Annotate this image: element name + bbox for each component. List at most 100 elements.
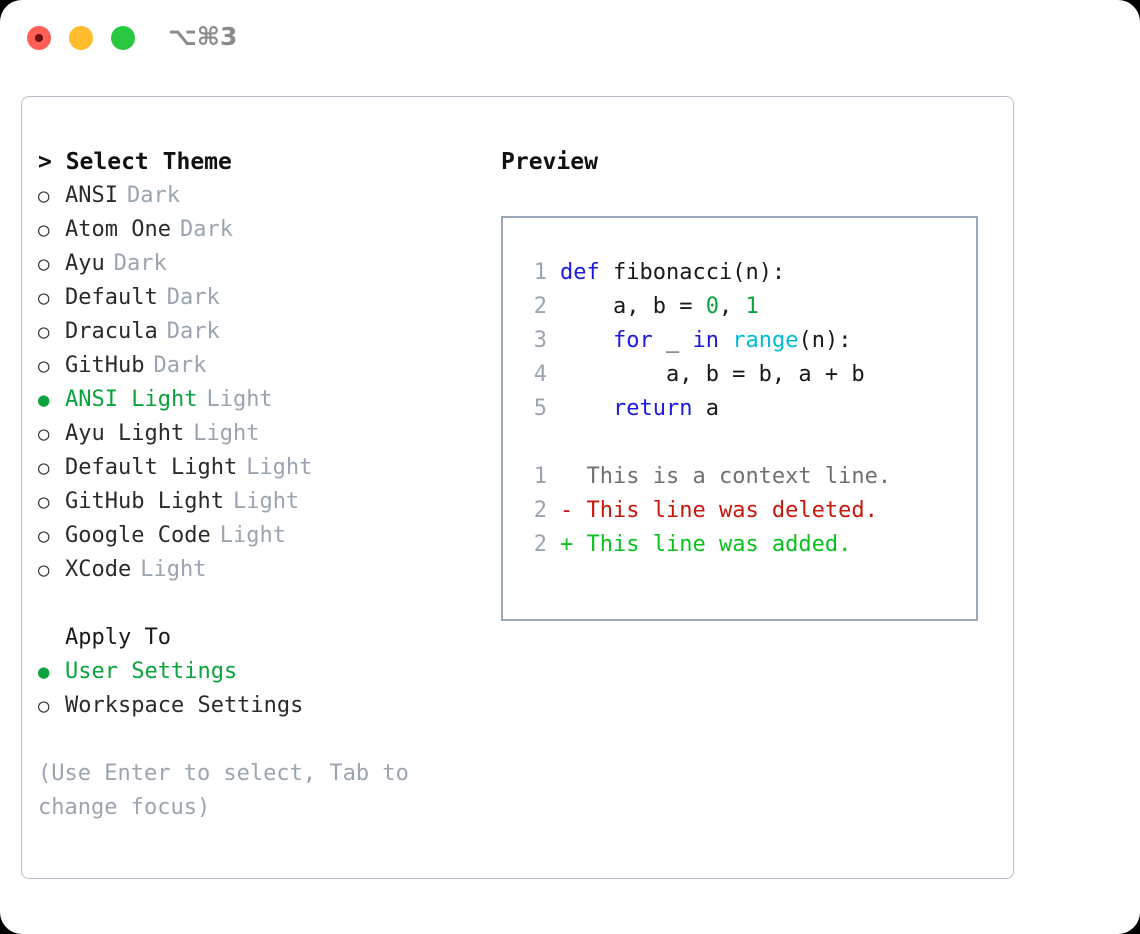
keyboard-hint: (Use Enter to select, Tab to change focu… [38,761,409,820]
theme-item-variant-tag: Light [140,557,207,582]
code-line: 1 def fibonacci(n): [517,256,976,290]
diff-line-text: This line was deleted. [586,498,878,523]
code-line-text: a, b = 0, 1 [560,290,759,324]
theme-item-variant-tag: Dark [179,217,233,242]
diff-marker: + [560,532,587,557]
code-line-text: a, b = b, a + b [560,358,865,392]
title-bar: ⌥⌘3 [0,0,1140,78]
theme-item-variant-tag: Dark [166,319,220,344]
theme-item-label: Dracula [65,319,158,344]
theme-item-variant-tag: Dark [153,353,207,378]
theme-panel-heading: > Select Theme [38,149,232,175]
radio-unselected-icon: ○ [38,355,50,377]
diff-marker: - [560,498,587,523]
theme-item-label: GitHub [65,353,145,378]
diff-line-text: This line was added. [586,532,852,557]
code-line-number: 5 [533,396,547,421]
code-line-number: 1 [533,260,547,285]
apply-to-heading: ○ Apply To [38,621,478,655]
code-token-pln: a, b = b, a + b [560,362,865,387]
code-token-num: 1 [745,294,759,319]
code-token-kw: for [612,328,653,353]
diff-line-number: 2 [533,498,547,523]
minimize-button[interactable] [69,26,93,50]
theme-item-label: ANSI [65,183,118,208]
code-token-kw: in [692,328,719,353]
radio-selected-icon: ● [38,661,50,683]
theme-list-item[interactable]: ○ Ayu Dark [38,247,478,281]
theme-item-label: Atom One [65,217,171,242]
apply-to-heading-indent: ○ [38,621,65,655]
code-token-kw: def [560,260,600,285]
theme-item-variant-tag: Dark [126,183,180,208]
apply-to-item[interactable]: ● User Settings [38,655,478,689]
theme-item-label: Ayu [65,251,105,276]
apply-to-item[interactable]: ○Workspace Settings [38,689,478,723]
radio-unselected-icon: ○ [38,423,50,445]
close-button[interactable] [27,26,51,50]
theme-item-label: Default [65,285,158,310]
code-token-pln: (n): [798,328,852,353]
apply-to-item-label: User Settings [65,659,238,684]
code-line: 5 return a [517,392,976,426]
code-token-num: 0 [705,294,719,319]
code-token-kw: return [612,396,693,421]
diff-line: 2- This line was deleted. [517,494,976,528]
code-token-pln: a [692,396,719,421]
preview-title: Preview [501,149,598,175]
radio-selected-icon: ● [38,389,50,411]
radio-unselected-icon: ○ [38,525,50,547]
code-line-number: 3 [533,328,547,353]
diff-line-number: 2 [533,532,547,557]
theme-list-item[interactable]: ○ Ayu Light Light [38,417,478,451]
theme-list-item[interactable]: ○ ANSI Dark [38,179,478,213]
traffic-lights [27,26,135,50]
theme-item-variant-tag: Light [219,523,286,548]
theme-item-variant-tag: Light [193,421,260,446]
code-diff-gap [517,426,976,460]
radio-unselected-icon: ○ [38,185,50,207]
theme-list-item[interactable]: ○ Google Code Light [38,519,478,553]
code-line: 3 for _ in range(n): [517,324,976,358]
theme-item-variant-tag: Light [206,387,273,412]
theme-item-variant-tag: Dark [113,251,167,276]
theme-list-item[interactable]: ○ Default Dark [38,281,478,315]
theme-item-label: Ayu Light [65,421,185,446]
code-line-text: for _ in range(n): [560,324,851,358]
theme-list-item[interactable]: ○ GitHub Dark [38,349,478,383]
code-line-text: def fibonacci(n): [560,256,785,290]
radio-unselected-icon: ○ [38,287,50,309]
radio-unselected-icon: ○ [38,457,50,479]
code-token-pln: a, b = [560,294,706,319]
apply-to-heading-label: Apply To [65,625,171,650]
zoom-button[interactable] [111,26,135,50]
list-spacer [38,587,478,621]
diff-line-text: This is a context line. [586,464,892,489]
code-token-pln: _ [652,328,693,353]
theme-item-label: GitHub Light [65,489,224,514]
code-line-number: 2 [533,294,547,319]
code-token-pln: fibonacci(n): [599,260,786,285]
code-line-number: 4 [533,362,547,387]
diff-line-number: 1 [533,464,547,489]
theme-item-variant-tag: Light [232,489,300,514]
code-line-text: return a [560,392,719,426]
window-title: ⌥⌘3 [168,22,238,51]
theme-item-variant-tag: Light [246,455,313,480]
code-token-fn: range [732,328,799,353]
theme-item-variant-tag: Dark [166,285,220,310]
radio-unselected-icon: ○ [38,253,50,275]
theme-item-label: Google Code [65,523,211,548]
radio-unselected-icon: ○ [38,559,50,581]
